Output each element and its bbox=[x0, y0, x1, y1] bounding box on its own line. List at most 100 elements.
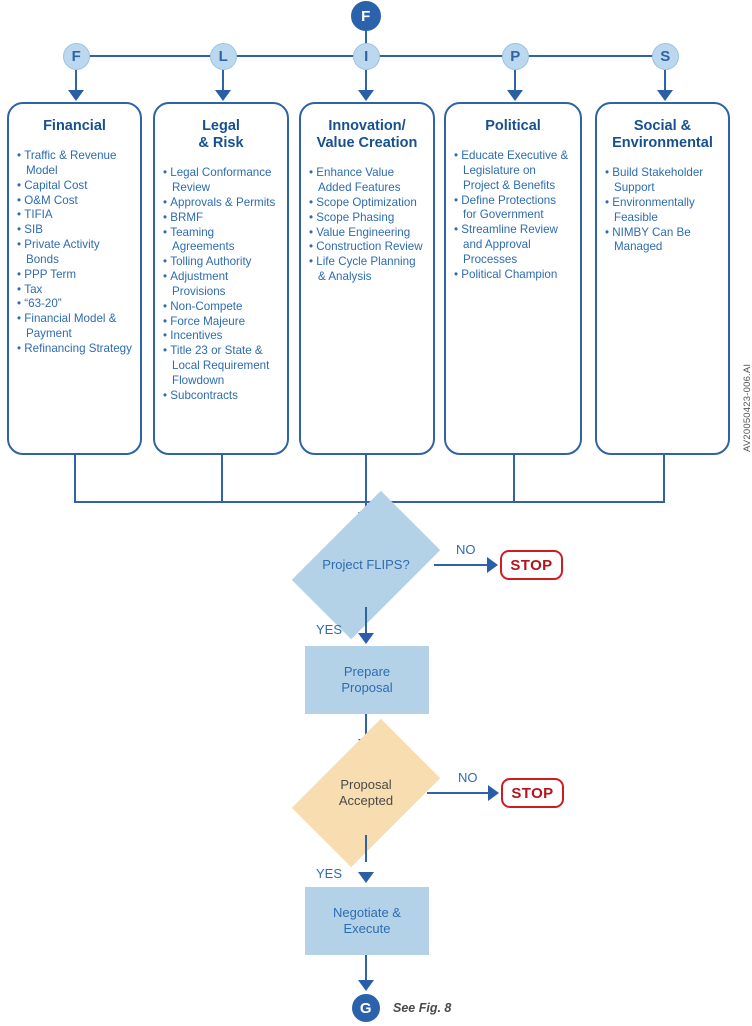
entry-node-label: F bbox=[361, 7, 371, 25]
list-item: Build Stakeholder Support bbox=[605, 166, 720, 196]
entry-stem bbox=[365, 31, 367, 47]
entry-node-f[interactable]: F bbox=[351, 1, 381, 31]
drop-stem-financial bbox=[75, 70, 77, 92]
stop-label-2: STOP bbox=[511, 784, 554, 802]
category-box-social-environmental[interactable]: Social & Environmental Build Stakeholder… bbox=[595, 102, 730, 455]
arrow-into-innovation bbox=[358, 90, 374, 101]
list-item: Subcontracts bbox=[163, 389, 279, 404]
list-item: Force Majeure bbox=[163, 315, 279, 330]
process-prepare-proposal[interactable]: Prepare Proposal bbox=[305, 646, 429, 714]
document-code: AV20050423-006.AI bbox=[742, 363, 752, 452]
list-item: TIFIA bbox=[17, 208, 132, 223]
edge-decision-2-no bbox=[427, 792, 490, 794]
category-list-innovation: Enhance Value Added Features Scope Optim… bbox=[309, 166, 425, 285]
decision-project-flips[interactable]: Project FLIPS? bbox=[291, 490, 441, 640]
category-box-legal-risk[interactable]: Legal & Risk Legal Conformance Review Ap… bbox=[153, 102, 289, 455]
edge-label-no-2: NO bbox=[458, 770, 478, 785]
list-item: O&M Cost bbox=[17, 194, 132, 209]
edge-label-yes-1: YES bbox=[316, 622, 343, 637]
exit-caption: See Fig. 8 bbox=[393, 1001, 452, 1015]
flips-node-l-label: L bbox=[218, 48, 229, 65]
edge-decision-2-yes bbox=[365, 835, 367, 862]
list-item: Tax bbox=[17, 283, 132, 298]
arrow-into-prepare-proposal bbox=[358, 633, 374, 644]
list-item: SIB bbox=[17, 223, 132, 238]
list-item: Title 23 or State & Local Requirement Fl… bbox=[163, 344, 279, 388]
list-item: Educate Executive & Legislature on Proje… bbox=[454, 149, 572, 193]
stop-terminator-1[interactable]: STOP bbox=[500, 550, 563, 580]
list-item: Approvals & Permits bbox=[163, 196, 279, 211]
list-item: Incentives bbox=[163, 329, 279, 344]
stop-terminator-2[interactable]: STOP bbox=[501, 778, 564, 808]
merge-stem-legal bbox=[221, 455, 223, 503]
flips-node-i-label: I bbox=[364, 48, 369, 65]
edge-label-yes-2: YES bbox=[316, 866, 343, 881]
category-box-political[interactable]: Political Educate Executive & Legislatur… bbox=[444, 102, 582, 455]
list-item: Construction Review bbox=[309, 240, 425, 255]
category-list-political: Educate Executive & Legislature on Proje… bbox=[454, 149, 572, 282]
list-item: PPP Term bbox=[17, 268, 132, 283]
arrow-into-financial bbox=[68, 90, 84, 101]
category-list-social-environmental: Build Stakeholder Support Environmentall… bbox=[605, 166, 720, 255]
flips-node-f[interactable]: F bbox=[63, 43, 90, 70]
list-item: Scope Phasing bbox=[309, 211, 425, 226]
list-item: Non-Compete bbox=[163, 300, 279, 315]
flips-node-i[interactable]: I bbox=[353, 43, 380, 70]
merge-stem-financial bbox=[74, 455, 76, 503]
arrow-into-political bbox=[507, 90, 523, 101]
list-item: Scope Optimization bbox=[309, 196, 425, 211]
exit-node-label: G bbox=[359, 999, 373, 1017]
flips-node-s-label: S bbox=[660, 48, 671, 65]
decision-proposal-accepted-label: Proposal Accepted bbox=[338, 777, 394, 808]
list-item: Political Champion bbox=[454, 268, 572, 283]
list-item: NIMBY Can Be Managed bbox=[605, 226, 720, 256]
edge-decision-1-yes bbox=[365, 607, 367, 634]
list-item: “63-20” bbox=[17, 297, 132, 312]
drop-stem-legal bbox=[222, 70, 224, 92]
category-title-financial: Financial bbox=[43, 118, 106, 134]
edge-decision-1-no bbox=[434, 564, 489, 566]
list-item: Life Cycle Planning & Analysis bbox=[309, 255, 425, 285]
list-item: Tolling Authority bbox=[163, 255, 279, 270]
list-item: Environmentally Feasible bbox=[605, 196, 720, 226]
drop-stem-innovation bbox=[365, 70, 367, 92]
merge-stem-innovation bbox=[365, 455, 367, 503]
drop-stem-political bbox=[514, 70, 516, 92]
edge-label-no-1: NO bbox=[456, 542, 476, 557]
flips-node-s[interactable]: S bbox=[652, 43, 679, 70]
arrow-to-stop-2 bbox=[488, 785, 499, 801]
category-title-innovation: Innovation/ Value Creation bbox=[316, 118, 418, 152]
flips-node-l[interactable]: L bbox=[210, 43, 237, 70]
arrow-into-legal bbox=[215, 90, 231, 101]
merge-stem-social bbox=[663, 455, 665, 503]
category-list-legal-risk: Legal Conformance Review Approvals & Per… bbox=[163, 166, 279, 403]
decision-proposal-accepted[interactable]: Proposal Accepted bbox=[291, 718, 441, 868]
merge-stem-political bbox=[513, 455, 515, 503]
list-item: Financial Model & Payment bbox=[17, 312, 132, 342]
arrow-to-stop-1 bbox=[487, 557, 498, 573]
list-item: Streamline Review and Approval Processes bbox=[454, 223, 572, 267]
drop-stem-social bbox=[664, 70, 666, 92]
category-list-financial: Traffic & Revenue Model Capital Cost O&M… bbox=[17, 149, 132, 357]
category-box-financial[interactable]: Financial Traffic & Revenue Model Capita… bbox=[7, 102, 142, 455]
flips-node-f-label: F bbox=[71, 48, 82, 65]
stem-to-exit-node bbox=[365, 955, 367, 983]
list-item: Capital Cost bbox=[17, 179, 132, 194]
exit-node-g[interactable]: G bbox=[352, 994, 380, 1022]
list-item: Define Protections for Government bbox=[454, 194, 572, 224]
list-item: BRMF bbox=[163, 211, 279, 226]
category-title-social-environmental: Social & Environmental bbox=[612, 118, 713, 152]
stem-to-decision-2 bbox=[365, 714, 367, 741]
category-box-innovation[interactable]: Innovation/ Value Creation Enhance Value… bbox=[299, 102, 435, 455]
arrow-into-negotiate-execute bbox=[358, 872, 374, 883]
list-item: Enhance Value Added Features bbox=[309, 166, 425, 196]
flips-node-p[interactable]: P bbox=[502, 43, 529, 70]
arrow-into-social bbox=[657, 90, 673, 101]
flips-node-p-label: P bbox=[510, 48, 521, 65]
stop-label-1: STOP bbox=[510, 556, 553, 574]
list-item: Private Activity Bonds bbox=[17, 238, 132, 268]
category-title-legal-risk: Legal & Risk bbox=[198, 118, 244, 152]
category-title-political: Political bbox=[485, 118, 541, 134]
process-negotiate-execute[interactable]: Negotiate & Execute bbox=[305, 887, 429, 955]
